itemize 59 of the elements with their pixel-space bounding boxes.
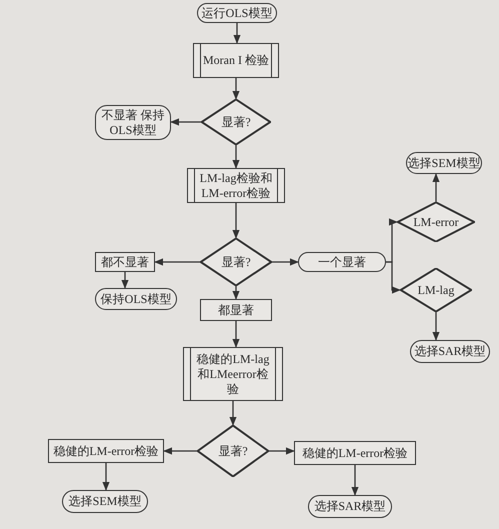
arrow [229, 401, 237, 426]
arrow [386, 218, 398, 263]
node-label: LM-lag [418, 282, 454, 298]
node-label: 保持OLS模型 [100, 292, 172, 306]
node-label: 选择SEM模型 [68, 494, 142, 509]
predefined-process-box [187, 168, 285, 203]
terminal-box [197, 3, 277, 23]
process-box [48, 439, 164, 463]
arrow [232, 78, 240, 100]
arrow [232, 321, 240, 348]
node-label: Moran I 检验 [203, 53, 269, 68]
arrow [269, 447, 295, 455]
predefined-process-box [183, 347, 283, 401]
node-label: 一个显著 [318, 254, 366, 270]
decision-diamond [197, 425, 269, 477]
arrow [154, 258, 200, 266]
node-label: 选择SAR模型 [414, 344, 486, 359]
arrow [102, 463, 110, 491]
terminal-box [62, 490, 148, 513]
terminal-box [95, 105, 171, 140]
node-label: 显著? [221, 114, 251, 130]
arrow [386, 261, 401, 294]
node-label: 稳健的LM-error检验 [53, 444, 159, 458]
arrow [233, 23, 241, 44]
decision-diamond [200, 238, 272, 286]
arrow [232, 145, 240, 169]
process-box [95, 252, 155, 272]
arrow [272, 258, 299, 266]
arrow [121, 272, 129, 289]
node-label: 运行OLS模型 [202, 6, 272, 20]
predefined-process-box [193, 43, 279, 78]
arrow [432, 312, 440, 341]
node-label: 显著? [218, 444, 248, 458]
node-label: 选择SAR模型 [314, 499, 386, 514]
terminal-box [298, 252, 386, 272]
terminal-box [95, 288, 177, 310]
terminal-box [410, 340, 490, 363]
process-box [200, 299, 272, 321]
decision-diamond [201, 99, 271, 145]
arrow [351, 465, 359, 496]
arrow [232, 203, 240, 239]
decision-diamond [400, 268, 472, 312]
decision-diamond [397, 202, 475, 242]
node-label: 稳健的LM-error检验 [302, 446, 408, 460]
node-label: LM-lag检验和 LM-error检验 [198, 170, 274, 200]
arrow [170, 118, 201, 126]
arrow [432, 173, 440, 202]
node-label: 都不显著 [101, 254, 149, 270]
arrow [163, 447, 197, 455]
node-label: 显著? [221, 254, 251, 270]
node-label: 都显著 [218, 302, 254, 318]
terminal-box [406, 152, 482, 174]
node-label: 不显著 保持OLS模型 [100, 108, 166, 138]
arrow [232, 286, 240, 300]
process-box [294, 441, 416, 465]
terminal-box [308, 495, 392, 518]
node-label: 选择SEM模型 [408, 156, 480, 170]
node-label: 稳健的LM-lag和LMeerror检验 [196, 352, 270, 396]
node-label: LM-error [413, 214, 459, 230]
